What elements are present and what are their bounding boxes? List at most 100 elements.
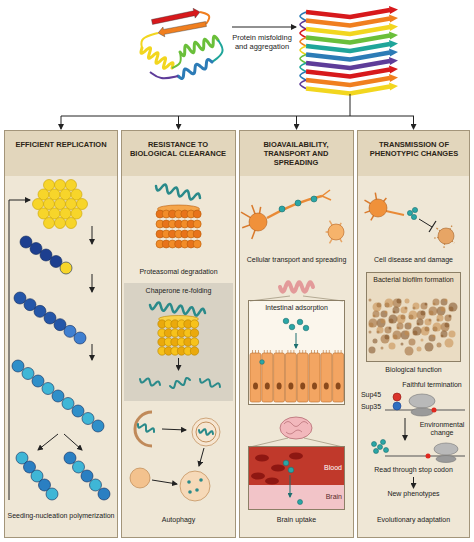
beta-sheet-head — [389, 66, 398, 74]
proteasome-subunit — [193, 240, 201, 248]
header-band — [358, 131, 469, 176]
aggregate-bead — [72, 405, 84, 417]
monomer — [66, 180, 77, 191]
beta-sheet-head — [389, 74, 398, 82]
cell-nucleus — [277, 383, 282, 390]
branch-line — [350, 94, 351, 116]
prion-particle — [303, 325, 309, 331]
branch-line — [61, 116, 414, 117]
cell-nucleus — [253, 383, 258, 390]
proteasome-subunit — [193, 210, 201, 218]
biofilm-texture — [385, 299, 394, 308]
arrow-line — [152, 480, 177, 484]
red-blood-cell — [289, 453, 303, 460]
aggregate-bead — [22, 368, 34, 380]
biofilm-texture — [425, 343, 434, 352]
cell-body — [438, 228, 454, 244]
biofilm-texture — [381, 311, 388, 318]
microvillus — [311, 350, 312, 353]
aggregate-bead — [24, 299, 36, 311]
axon — [386, 211, 404, 215]
red-blood-cell — [255, 455, 269, 462]
lysosome — [130, 468, 150, 488]
arrow-line — [92, 274, 93, 292]
aggregate-bead — [98, 488, 110, 500]
microvillus — [305, 350, 306, 353]
aggregate-bead — [12, 360, 24, 372]
biofilm-texture — [401, 307, 408, 314]
aggregate-bead — [60, 262, 72, 274]
protein-loop — [300, 38, 306, 47]
protein-coil — [150, 302, 205, 315]
cell-nucleus — [312, 383, 317, 390]
caption-label: Cell disease and damage — [360, 256, 468, 264]
cell-body — [328, 224, 344, 240]
arrow-line — [92, 344, 93, 360]
cell-nucleus — [324, 383, 329, 390]
microvillus — [317, 350, 318, 353]
prion-particle — [279, 206, 285, 212]
proteasome-subunit — [193, 220, 201, 228]
arrow-line — [413, 116, 414, 129]
stop-codon — [432, 408, 437, 413]
red-blood-cell — [265, 478, 279, 485]
biofilm-texture — [401, 343, 404, 346]
ribosome-small — [411, 408, 433, 416]
protein-coil — [280, 282, 313, 292]
biofilm-texture — [437, 315, 444, 322]
aggregate-bead — [52, 390, 64, 402]
sup35-protein — [393, 402, 401, 410]
aggregate-bead — [32, 375, 44, 387]
microvillus — [276, 350, 277, 353]
biofilm-texture — [433, 335, 436, 338]
caption-label: Biological function — [360, 366, 468, 374]
prion-particle — [289, 324, 295, 330]
proteasome-subunit — [193, 230, 201, 238]
arrow-line — [413, 477, 414, 488]
sup35-aggregate — [384, 448, 389, 453]
biofilm-texture — [425, 327, 430, 332]
sup35-aggregate — [378, 445, 383, 450]
aggregate-bead — [74, 332, 86, 344]
beta-sheet-head — [389, 23, 398, 31]
caption-label: Sup45 — [358, 391, 384, 399]
biofilm-texture — [385, 311, 388, 314]
biofilm-texture — [381, 319, 386, 324]
monomer — [60, 208, 71, 219]
protein-loop — [300, 29, 306, 38]
aggregate-bead — [62, 398, 74, 410]
beta-sheet-head — [389, 40, 398, 48]
biofilm-texture — [429, 319, 432, 322]
panel-heading: EFFICIENT REPLICATION — [9, 140, 113, 149]
aggregate-bead — [81, 470, 93, 482]
aggregate-bead — [90, 479, 102, 491]
biofilm-texture — [393, 307, 400, 314]
arrow-line — [64, 434, 82, 450]
prion-particle — [283, 460, 289, 466]
prion-particle — [260, 360, 265, 365]
biofilm-texture — [385, 327, 392, 334]
arrow-line — [162, 429, 186, 430]
biofilm-texture — [389, 343, 396, 350]
microvillus — [264, 350, 265, 353]
protein-coil — [138, 424, 154, 432]
chaperone-subunit — [190, 347, 198, 355]
caption-label: Brain uptake — [243, 516, 351, 524]
microvillus — [293, 350, 294, 353]
protein-loop — [300, 21, 306, 30]
sup35-aggregate — [374, 449, 379, 454]
biofilm-texture — [413, 303, 420, 310]
protein-coil — [156, 185, 200, 200]
prion-particle — [412, 207, 417, 212]
chaperone-subunit — [190, 329, 198, 337]
monomer — [71, 189, 82, 200]
beta-sheet-head — [389, 57, 398, 65]
sup45-protein — [393, 393, 401, 401]
beta-sheet — [306, 61, 390, 68]
monomer — [44, 218, 55, 229]
caption-label: Cellular transport and spreading — [243, 256, 351, 264]
aggregate-bead — [14, 292, 26, 304]
prion-particle — [283, 318, 289, 324]
monomer — [44, 180, 55, 191]
